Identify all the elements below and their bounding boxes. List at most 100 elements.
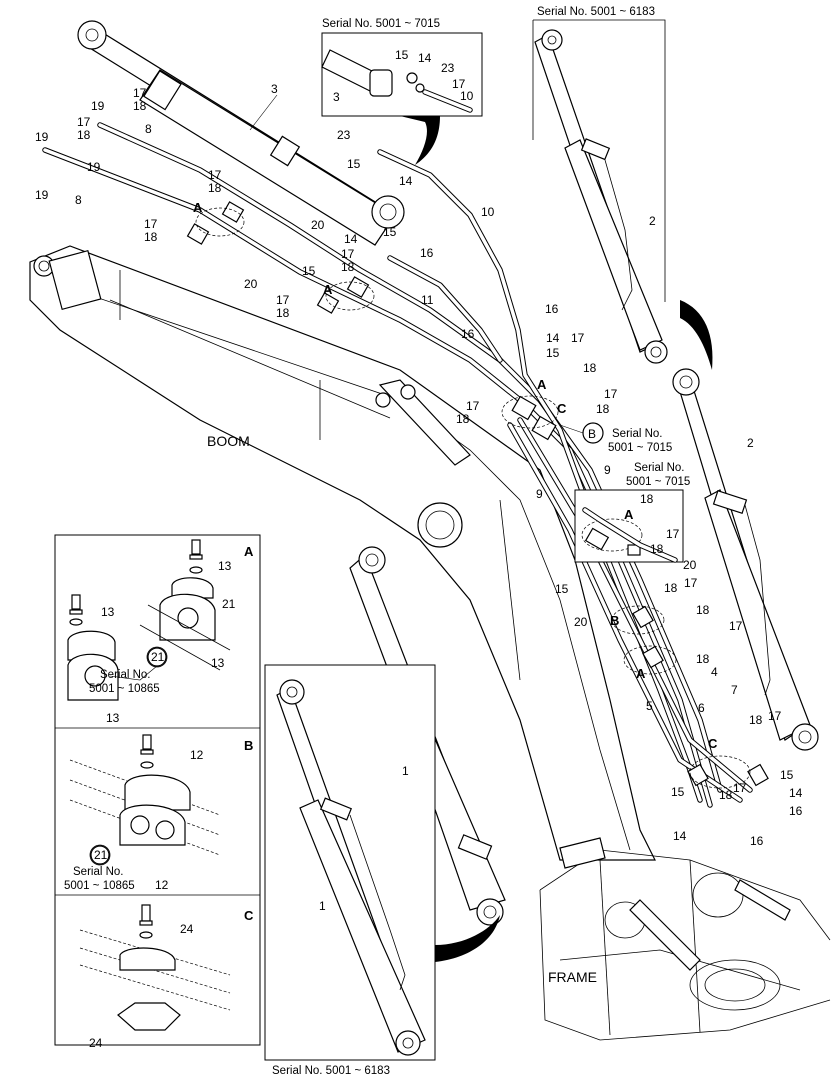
part-label-12: 12 [190,748,204,762]
part-label-18: 18 [719,788,733,802]
part-label-14: 14 [546,331,560,345]
part-label-17: 17 [133,86,147,100]
part-label-24: 24 [89,1036,103,1050]
part-label-17: 17 [571,331,585,345]
part-label-24: 24 [180,922,194,936]
part-label-18: 18 [696,652,710,666]
part-label-15: 15 [395,48,409,62]
detail-b-letter: B [244,738,253,753]
part-label-18: 18 [640,492,654,506]
detail-a-serial-line2: 5001 ~ 10865 [89,683,160,695]
part-label-23: 23 [337,128,351,142]
section-a-marker: A [636,666,646,681]
part-label-18: 18 [144,230,158,244]
detail-b-serial-line1: Serial No. [73,866,124,878]
part-label-14: 14 [418,51,432,65]
part-label-18: 18 [583,361,597,375]
part-label-14: 14 [344,232,358,246]
part-label-18: 18 [276,306,290,320]
part-label-17: 17 [208,168,222,182]
inset-top-right-serial-6183: Serial No. 5001 ~ 6183 [532,6,713,370]
detail-b-serial-line2: 5001 ~ 10865 [64,880,135,892]
callout-b-serial-7015: B Serial No. 5001 ~ 7015 [559,422,672,454]
section-a-marker: A [193,200,203,215]
inset-top-serial-7015: Serial No. 5001 ~ 7015 [321,18,483,165]
part-label-17: 17 [604,387,618,401]
section-a-marker: A [537,377,547,392]
detail-c: C [79,904,254,1031]
detail-b: B [69,734,253,865]
callout-b-serial-line2: 5001 ~ 7015 [608,442,672,454]
part-label-17: 17 [466,399,480,413]
part-label-16: 16 [461,327,475,341]
part-label-13: 13 [211,656,225,670]
part-label-15: 15 [671,785,685,799]
detail-c-letter: C [244,908,254,923]
part-label-2: 2 [649,214,656,228]
part-label-21: 21 [94,848,108,862]
part-label-7: 7 [731,683,738,697]
part-label-1: 1 [402,764,409,778]
part-label-18: 18 [596,402,610,416]
part-label-17: 17 [729,619,743,633]
part-label-14: 14 [789,786,803,800]
part-label-19: 19 [87,160,101,174]
part-label-19: 19 [35,188,49,202]
part-label-21: 21 [222,597,236,611]
part-label-1: 1 [319,899,326,913]
inset-top-serial-label: Serial No. 5001 ~ 7015 [322,18,440,30]
part-label-19: 19 [35,130,49,144]
part-label-17: 17 [276,293,290,307]
part-label-18: 18 [749,713,763,727]
part-label-18: 18 [77,128,91,142]
part-label-9: 9 [604,463,611,477]
part-number-callouts: 3 3 15 14 23 17 10 17 18 19 8 17 18 19 1… [35,48,803,1050]
part-label-9: 9 [536,487,543,501]
detail-a: A [67,539,254,701]
part-label-10: 10 [460,89,474,103]
part-label-15: 15 [546,346,560,360]
part-label-18: 18 [650,542,664,556]
part-label-8: 8 [75,193,82,207]
part-label-16: 16 [420,246,434,260]
section-c-marker: C [557,401,567,416]
detail-panel: A B [54,534,261,1046]
part-label-15: 15 [780,768,794,782]
part-label-10: 10 [481,205,495,219]
part-label-21: 21 [151,650,165,664]
mid-box-serial-line1: Serial No. [634,462,685,474]
part-label-15: 15 [302,264,316,278]
part-label-2: 2 [747,436,754,450]
part-label-12: 12 [155,878,169,892]
inset-top-right-serial-label: Serial No. 5001 ~ 6183 [537,6,655,18]
callout-b-serial-line1: Serial No. [612,428,663,440]
boom-structure [29,245,656,861]
part-label-18: 18 [208,181,222,195]
detail-a-letter: A [244,544,254,559]
section-a-marker: A [624,507,634,522]
part-label-20: 20 [574,615,588,629]
boom-label: BOOM [207,433,250,449]
part-label-18: 18 [133,99,147,113]
part-label-13: 13 [218,559,232,573]
part-label-11: 11 [421,293,434,307]
part-label-17: 17 [341,247,355,261]
part-label-5: 5 [646,699,653,713]
inset-bottom-serial-6183: Serial No. 5001 ~ 6183 [264,664,500,1077]
boom-cylinder-2 [672,368,819,751]
callout-circles [89,646,168,866]
detail-a-serial-line1: Serial No. [100,669,151,681]
part-label-17: 17 [77,115,91,129]
part-label-15: 15 [555,582,569,596]
part-label-13: 13 [101,605,115,619]
part-label-14: 14 [673,829,687,843]
part-label-3: 3 [271,82,278,96]
part-label-13: 13 [106,711,120,725]
callout-b-letter: B [588,427,596,441]
part-label-16: 16 [545,302,559,316]
part-label-17: 17 [144,217,158,231]
arm-cylinder-3 [77,20,405,246]
part-label-17: 17 [452,77,466,91]
part-label-4: 4 [711,665,718,679]
